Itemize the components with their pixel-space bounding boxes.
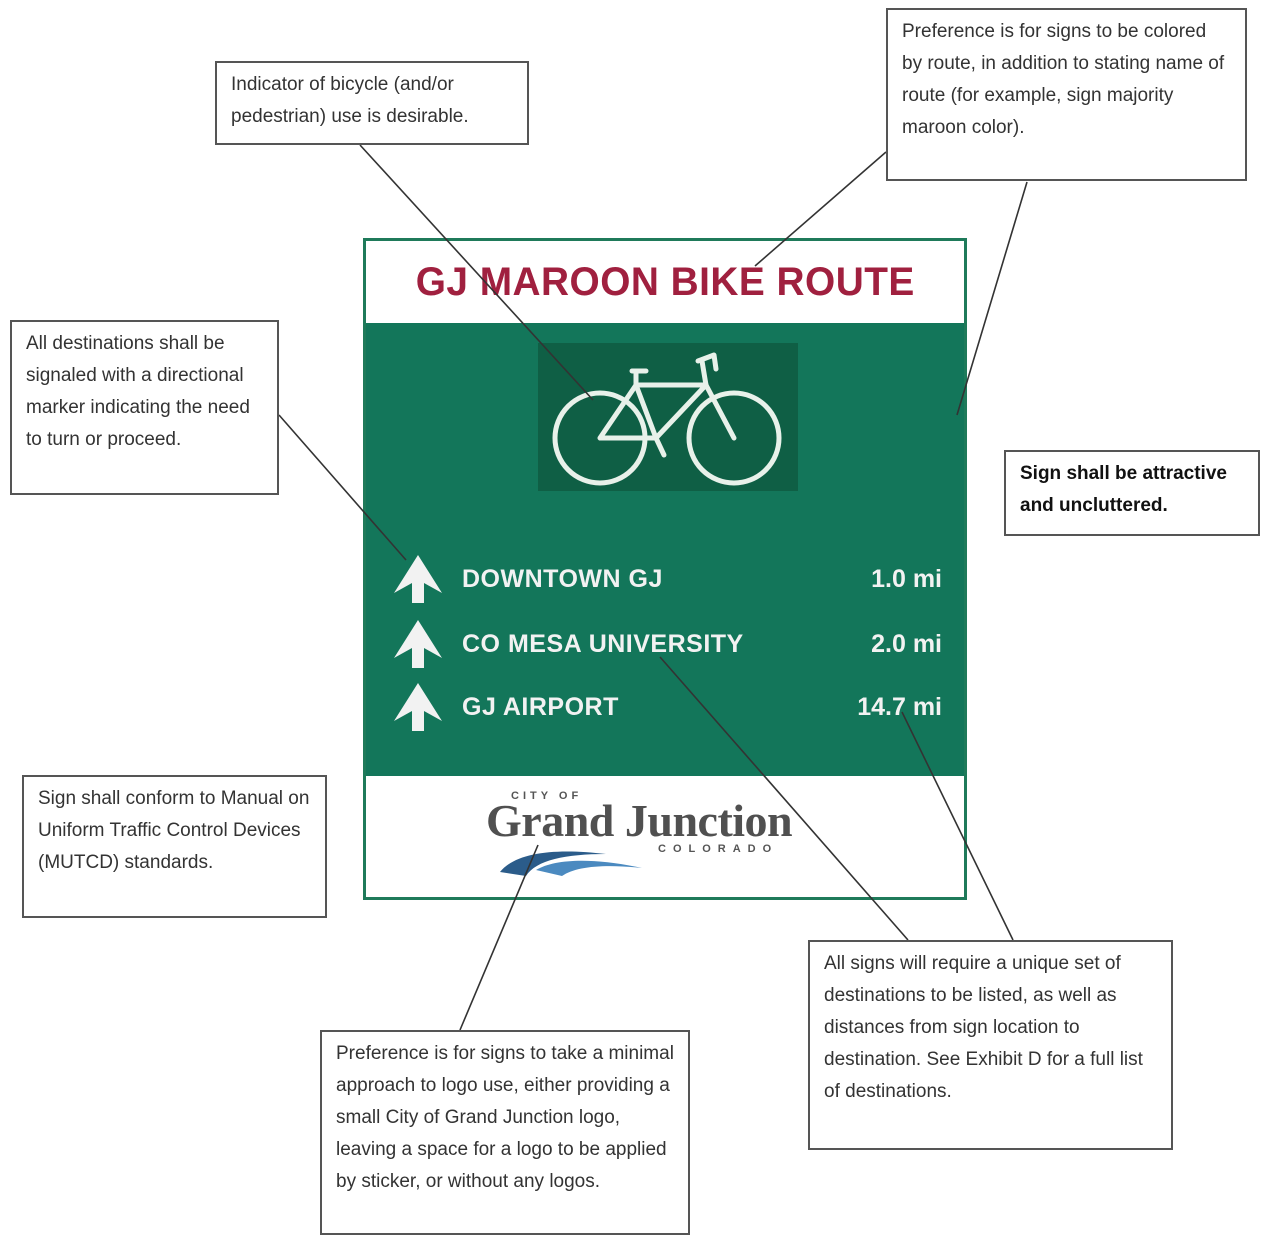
logo-city-of: CITY OF xyxy=(511,790,583,802)
callout-text: Preference is for signs to be colored by… xyxy=(902,21,1225,138)
callout-text: Sign shall be attractive and uncluttered… xyxy=(1020,463,1227,516)
callout-text: All destinations shall be signaled with … xyxy=(26,333,250,450)
destination-row: GJ AIRPORT 14.7 mi xyxy=(392,681,942,733)
destination-name: GJ AIRPORT xyxy=(462,693,619,721)
callout-attractive: Sign shall be attractive and uncluttered… xyxy=(1004,450,1260,536)
sign-green-panel: DOWNTOWN GJ 1.0 mi CO MESA UNIVERSITY 2.… xyxy=(366,323,964,776)
callout-route-color: Preference is for signs to be colored by… xyxy=(886,8,1247,181)
destination-row: DOWNTOWN GJ 1.0 mi xyxy=(392,553,942,605)
destination-distance: 2.0 mi xyxy=(871,630,942,658)
callout-text: Sign shall conform to Manual on Uniform … xyxy=(38,788,310,873)
callout-directional-marker: All destinations shall be signaled with … xyxy=(10,320,279,495)
logo-state: COLORADO xyxy=(658,843,779,855)
logo-city-name: Grand Junction xyxy=(486,795,793,846)
callout-text: All signs will require a unique set of d… xyxy=(824,953,1143,1102)
callout-text: Indicator of bicycle (and/or pedestrian)… xyxy=(231,74,469,127)
sign-title: GJ MAROON BIKE ROUTE xyxy=(415,259,915,304)
destination-row: CO MESA UNIVERSITY 2.0 mi xyxy=(392,618,942,670)
sign-header: GJ MAROON BIKE ROUTE xyxy=(366,241,964,323)
logo-swoosh-icon xyxy=(500,851,642,876)
destination-name: DOWNTOWN GJ xyxy=(462,565,663,593)
bicycle-icon-panel xyxy=(538,343,798,491)
destination-name: CO MESA UNIVERSITY xyxy=(462,630,744,658)
arrow-up-icon xyxy=(394,620,442,668)
callout-text: Preference is for signs to take a minima… xyxy=(336,1043,674,1192)
callout-logo-use: Preference is for signs to take a minima… xyxy=(320,1030,690,1235)
arrow-up-icon xyxy=(394,555,442,603)
arrow-up-icon xyxy=(394,683,442,731)
destination-distance: 1.0 mi xyxy=(871,565,942,593)
bike-route-sign: GJ MAROON BIKE ROUTE xyxy=(363,238,967,900)
sign-logo-area: CITY OF Grand Junction COLORADO xyxy=(366,776,964,897)
callout-destinations: All signs will require a unique set of d… xyxy=(808,940,1173,1150)
leader-line-attractive xyxy=(956,181,1028,416)
destination-distance: 14.7 mi xyxy=(857,693,942,721)
bicycle-icon xyxy=(552,352,782,486)
callout-mutcd: Sign shall conform to Manual on Uniform … xyxy=(22,775,327,918)
callout-bicycle-indicator: Indicator of bicycle (and/or pedestrian)… xyxy=(215,61,529,145)
